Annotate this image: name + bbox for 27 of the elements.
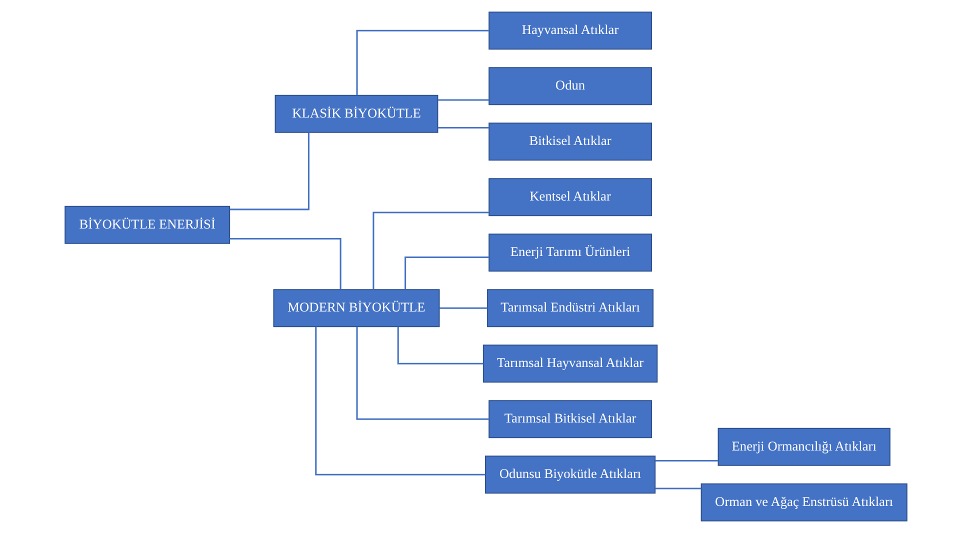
connector (356, 30, 489, 95)
connector (314, 326, 485, 476)
node-box: Hayvansal Atıklar (488, 12, 652, 50)
node-box: Odunsu Biyokütle Atıkları (484, 456, 656, 494)
connector (229, 132, 309, 210)
node-box: Odun (488, 67, 652, 106)
connector (356, 326, 489, 420)
node-box: MODERN BİYOKÜTLE (272, 289, 440, 328)
node-box: Orman ve Ağaç Enstrüsü Atıkları (700, 483, 907, 522)
connector (437, 99, 489, 101)
node-box: Kentsel Atıklar (488, 178, 652, 216)
connector (404, 256, 488, 290)
connector (438, 307, 487, 309)
node-box: Tarımsal Endüstri Atıkları (486, 289, 654, 328)
node-box: BİYOKÜTLE ENERJİSİ (64, 206, 230, 244)
connector (372, 212, 488, 290)
node-box: Enerji Tarımı Ürünleri (488, 234, 652, 272)
connector (654, 488, 701, 490)
node-box: Tarımsal Bitkisel Atıklar (488, 400, 652, 438)
connector (229, 238, 341, 290)
node-box: KLASİK BİYOKÜTLE (274, 94, 438, 133)
node-box: Bitkisel Atıklar (488, 122, 652, 161)
connector (437, 126, 489, 129)
node-box: Tarımsal Hayvansal Atıklar (482, 344, 658, 383)
connector (654, 460, 718, 462)
connector (396, 326, 483, 364)
node-box: Enerji Ormancılığı Atıkları (717, 428, 890, 466)
